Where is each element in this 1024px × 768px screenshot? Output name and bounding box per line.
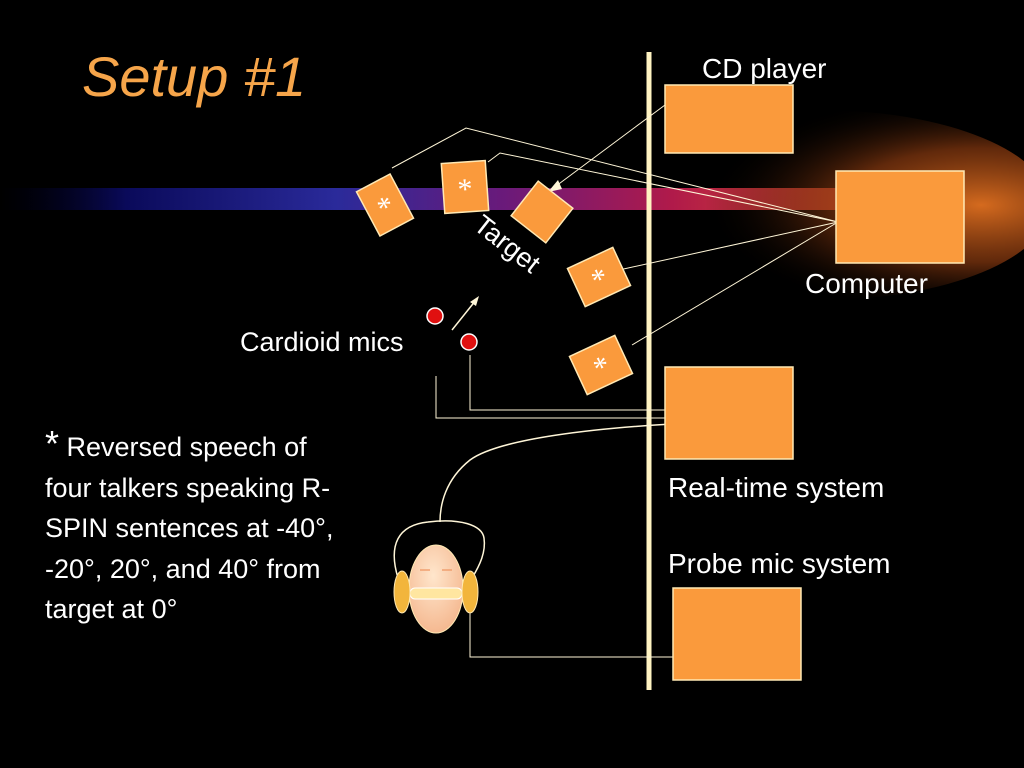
speaker-target <box>510 180 574 244</box>
speaker-minus-20: * <box>440 159 490 215</box>
mic1-to-realtime-line <box>435 376 672 419</box>
listener-head <box>393 520 486 634</box>
mic-pointer-arrow <box>451 299 477 331</box>
cd-player-label: CD player <box>702 53 827 84</box>
footnote-text: Reversed speech of four talkers speaking… <box>45 432 334 624</box>
footnote: * Reversed speech of four talkers speaki… <box>45 423 345 630</box>
cardioid-mics-label: Cardioid mics <box>240 327 404 357</box>
speaker-plus-40: * <box>568 334 634 396</box>
speaker-plus-20: * <box>566 246 632 308</box>
footnote-star: * <box>45 423 60 464</box>
speaker-to-computer-lines <box>391 127 839 346</box>
headphone-strip <box>409 587 463 600</box>
probe-to-system-line <box>469 612 676 658</box>
realtime-system-box <box>664 366 794 460</box>
headphone-wire <box>439 423 673 523</box>
speaker-minus-40: * <box>355 172 415 238</box>
slide-title: Setup #1 <box>82 45 307 108</box>
probe-mic-system-label: Probe mic system <box>668 548 891 579</box>
cd-to-target-line <box>547 104 666 193</box>
computer-label: Computer <box>805 268 928 299</box>
computer-box <box>835 170 965 264</box>
probe-mic-system-box <box>672 587 802 681</box>
speaker-mark: * <box>457 173 474 207</box>
mic-pointer-arrowhead <box>470 296 479 306</box>
earphone-left <box>393 570 411 614</box>
cardioid-mic-left <box>426 307 444 325</box>
cd-to-target-arrowhead <box>548 180 562 192</box>
cd-player-box <box>664 84 794 154</box>
cardioid-mic-right <box>460 333 478 351</box>
headphone-band <box>393 520 486 579</box>
mic2-to-realtime-line <box>469 355 672 411</box>
earphone-right <box>461 570 479 614</box>
realtime-system-label: Real-time system <box>668 472 885 503</box>
